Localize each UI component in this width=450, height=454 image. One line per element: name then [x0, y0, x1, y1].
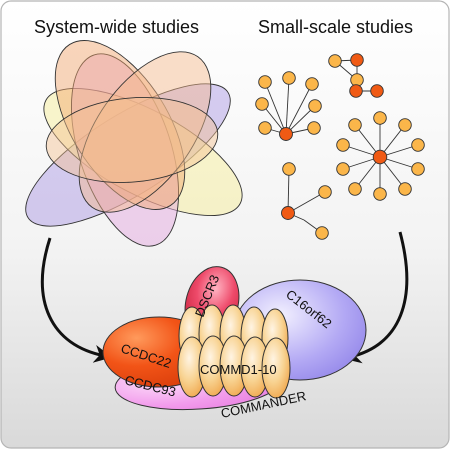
commander-complex [102, 266, 367, 411]
arrow-left [41, 237, 113, 363]
commd-bottom-row [177, 335, 291, 399]
ellipse-orange [54, 40, 186, 210]
network-chain [281, 162, 332, 240]
network-cluster [328, 53, 384, 98]
ellipse-purple [25, 83, 231, 227]
hub-node [279, 127, 293, 141]
network-star-1 [255, 71, 322, 141]
venn-ellipses [25, 40, 243, 247]
ellipse-peach [78, 51, 212, 213]
ellipse-pink [70, 53, 180, 247]
networks [255, 53, 425, 240]
arrows [41, 231, 409, 364]
ellipse-center [45, 97, 219, 183]
title-system-wide: System-wide studies [34, 17, 199, 37]
title-small-scale: Small-scale studies [258, 17, 413, 37]
label-commd: COMMD1-10 [200, 362, 277, 377]
arrow-right [343, 231, 409, 364]
network-star-2 [336, 111, 425, 201]
ellipse-yellow [43, 87, 243, 217]
